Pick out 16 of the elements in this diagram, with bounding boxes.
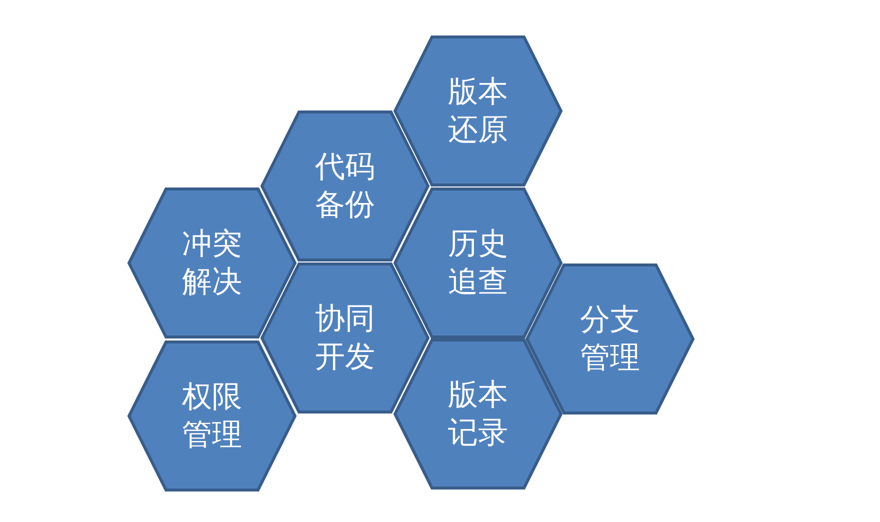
tile-label: 版本还原: [448, 74, 508, 148]
tile-label: 冲突解决: [182, 226, 242, 300]
hexagon-tile: [525, 263, 695, 415]
hexagon-tile: [393, 35, 563, 187]
tile-label: 权限管理: [182, 378, 242, 454]
hexagon-tile: [260, 110, 430, 262]
tile-label: 分支管理: [580, 302, 640, 376]
hexagon-tile: [127, 187, 297, 339]
tile-label: 版本记录: [448, 376, 508, 452]
hexagon-tile: [260, 262, 430, 414]
tile-label: 代码备份: [315, 148, 375, 224]
tile-label: 历史追查: [448, 226, 508, 300]
hexagon-tile: [393, 338, 563, 490]
hexagon-tile: [393, 187, 563, 339]
tile-label: 协同开发: [315, 300, 375, 376]
hexagon-tile: [127, 340, 297, 492]
